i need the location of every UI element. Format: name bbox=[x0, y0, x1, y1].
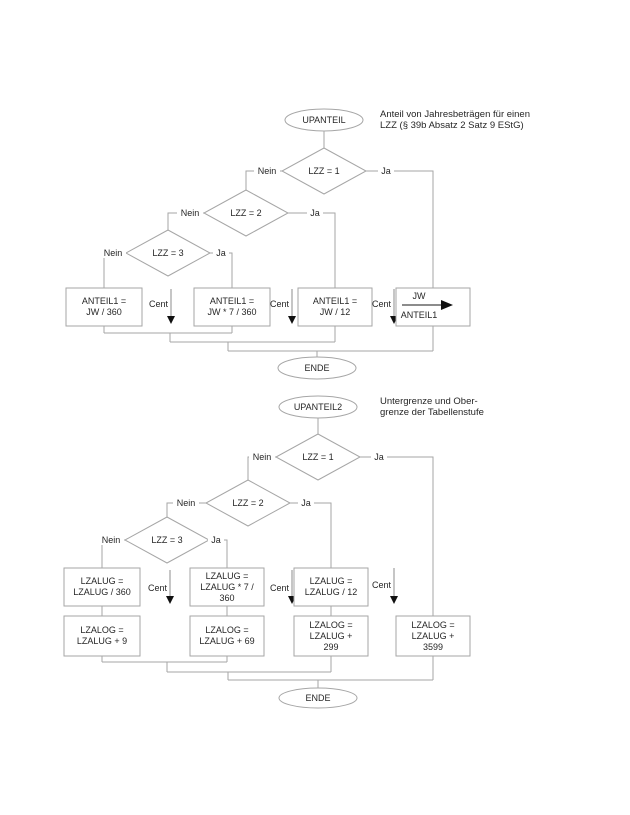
row1-box2-line2: LZALUG * 7 / bbox=[200, 582, 254, 592]
chart2-annotation-line2: grenze der Tabellenstufe bbox=[380, 407, 484, 418]
row1-box2-line1: LZALUG = bbox=[206, 571, 249, 581]
box4-numerator: JW bbox=[413, 291, 427, 301]
d3-ja-label-bg bbox=[213, 248, 229, 258]
process-box1-line1: ANTEIL1 = bbox=[82, 296, 126, 306]
row1-box3-line1: LZALUG = bbox=[310, 576, 353, 586]
row1-box2-line3: 360 bbox=[219, 593, 234, 603]
end-terminator-chart2 bbox=[278, 687, 358, 709]
decision2-lzz1-label: LZZ = 1 bbox=[302, 452, 333, 462]
connector-d3-ja bbox=[210, 252, 233, 288]
d2-nein2-label: Nein bbox=[177, 498, 196, 508]
decision2-lzz2 bbox=[204, 479, 292, 527]
right-arrow-icon bbox=[441, 300, 453, 310]
row2-box4-line2: LZALUG + bbox=[412, 631, 455, 641]
d1-ja2-label-bg bbox=[371, 452, 387, 462]
row2-box3-line2: LZALUG + bbox=[310, 631, 353, 641]
process-box1-line2: JW / 360 bbox=[86, 307, 122, 317]
cent-label2: Cent bbox=[270, 299, 290, 309]
d2-nein-label: Nein bbox=[181, 208, 200, 218]
d2-ja2-label-bg bbox=[298, 498, 314, 508]
d1-nein-label-bg bbox=[254, 166, 280, 176]
process-box2-line2: JW * 7 / 360 bbox=[207, 307, 256, 317]
d2-ja-label-bg bbox=[307, 208, 323, 218]
flowchart-upanteil2: Untergrenze und Ober- grenze der Tabelle… bbox=[63, 395, 484, 709]
start-terminator-upanteil2-label: UPANTEIL2 bbox=[294, 402, 342, 412]
row2-box1-line1: LZALOG = bbox=[80, 625, 123, 635]
cent-label3: Cent bbox=[372, 299, 392, 309]
d3-ja2-label: Ja bbox=[211, 535, 221, 545]
process-box-anteil1-jw7-360 bbox=[193, 287, 271, 327]
chart1-annotation-line2: LZZ (§ 39b Absatz 2 Satz 9 EStG) bbox=[380, 120, 524, 131]
cent-label1: Cent bbox=[149, 299, 169, 309]
d3-nein-label: Nein bbox=[104, 248, 123, 258]
decision-lzz1 bbox=[280, 147, 368, 195]
decision2-lzz3-label: LZZ = 3 bbox=[151, 535, 182, 545]
d1-ja2-label: Ja bbox=[374, 452, 384, 462]
connector-d2-ja bbox=[288, 212, 336, 288]
row1-box1-line2: LZALUG / 360 bbox=[73, 587, 131, 597]
process-box3-line1: ANTEIL1 = bbox=[313, 296, 357, 306]
d3-ja2-label-bg bbox=[208, 535, 224, 545]
row2-box2-line2: LZALUG + 69 bbox=[199, 636, 254, 646]
process-box-jw-to-anteil1 bbox=[395, 287, 471, 327]
decision2-lzz1 bbox=[274, 433, 362, 481]
end-terminator-chart1 bbox=[277, 356, 357, 380]
connector2-d2-ja bbox=[290, 502, 332, 568]
row2-box4-line3: 3599 bbox=[423, 642, 443, 652]
d1-nein2-label: Nein bbox=[253, 452, 272, 462]
d3-ja-label: Ja bbox=[216, 248, 226, 258]
d1-ja-label: Ja bbox=[381, 166, 391, 176]
d1-nein2-label-bg bbox=[249, 452, 275, 462]
row2-box1-line2: LZALUG + 9 bbox=[77, 636, 127, 646]
row2-box3-line3: 299 bbox=[323, 642, 338, 652]
row2-box2-line1: LZALOG = bbox=[205, 625, 248, 635]
process-box-lzalug-12 bbox=[293, 567, 369, 607]
process-box-lzalog-69 bbox=[189, 615, 265, 657]
cent2-label2: Cent bbox=[270, 583, 290, 593]
decision-lzz3-label: LZZ = 3 bbox=[152, 248, 183, 258]
decision2-lzz2-label: LZZ = 2 bbox=[232, 498, 263, 508]
down-arrow-icon bbox=[288, 316, 296, 324]
cent2-label3: Cent bbox=[372, 580, 392, 590]
box4-denominator: ANTEIL1 bbox=[401, 310, 438, 320]
process-box-anteil1-jw-12 bbox=[297, 287, 373, 327]
d2-ja-label: Ja bbox=[310, 208, 320, 218]
d3-nein-label-bg bbox=[100, 248, 126, 258]
flowchart-upanteil: Anteil von Jahresbeträgen für einen LZZ … bbox=[65, 108, 530, 380]
process-box-lzalug7-360 bbox=[189, 567, 265, 607]
decision2-lzz3 bbox=[123, 516, 211, 564]
process-box-lzalog-299 bbox=[293, 615, 369, 657]
d3-nein2-label: Nein bbox=[102, 535, 121, 545]
decision-lzz2 bbox=[202, 189, 290, 237]
start-terminator-upanteil-label: UPANTEIL bbox=[302, 115, 345, 125]
process-box2-line1: ANTEIL1 = bbox=[210, 296, 254, 306]
d1-ja-label-bg bbox=[378, 166, 394, 176]
decision-lzz1-label: LZZ = 1 bbox=[308, 166, 339, 176]
chart1-annotation-line1: Anteil von Jahresbeträgen für einen bbox=[380, 109, 530, 120]
chart2-annotation-line1: Untergrenze und Ober- bbox=[380, 396, 478, 407]
row1-box1-line1: LZALUG = bbox=[81, 576, 124, 586]
d1-nein-label: Nein bbox=[258, 166, 277, 176]
down-arrow-icon bbox=[167, 316, 175, 324]
d2-ja2-label: Ja bbox=[301, 498, 311, 508]
connector2-d1-ja bbox=[360, 456, 434, 616]
d3-nein2-label-bg bbox=[98, 535, 124, 545]
process-box-lzalog-9 bbox=[63, 615, 141, 657]
down-arrow-icon bbox=[390, 596, 398, 604]
down-arrow-icon bbox=[166, 596, 174, 604]
connector-d1-ja bbox=[366, 170, 434, 288]
end-terminator-chart2-label: ENDE bbox=[305, 693, 330, 703]
row1-box3-line2: LZALUG / 12 bbox=[305, 587, 358, 597]
row2-box3-line1: LZALOG = bbox=[309, 620, 352, 630]
d2-nein2-label-bg bbox=[173, 498, 199, 508]
end-terminator-chart1-label: ENDE bbox=[304, 363, 329, 373]
d2-nein-label-bg bbox=[177, 208, 203, 218]
process-box3-line2: JW / 12 bbox=[320, 307, 351, 317]
cent2-label1: Cent bbox=[148, 583, 168, 593]
decision-lzz2-label: LZZ = 2 bbox=[230, 208, 261, 218]
decision-lzz3 bbox=[124, 229, 212, 277]
connector-d3-nein bbox=[103, 252, 126, 288]
row2-box4-line1: LZALOG = bbox=[411, 620, 454, 630]
